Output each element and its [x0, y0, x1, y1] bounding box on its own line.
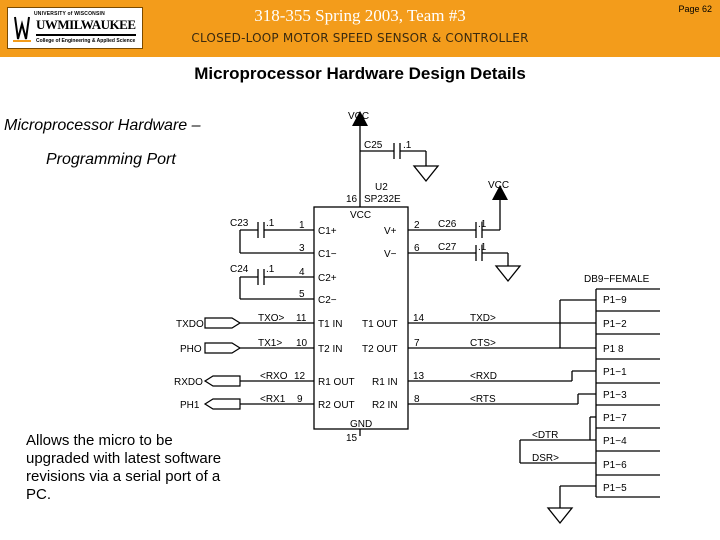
c25-value: .1 — [403, 140, 412, 151]
uwm-logo-mark-icon — [13, 14, 31, 42]
p1-5: P1−5 — [603, 483, 627, 494]
c25-label: C25 — [364, 140, 383, 151]
c27-capacitor — [470, 245, 508, 261]
pin-label-t1in: T1 IN — [318, 319, 342, 330]
course-title: 318-355 Spring 2003, Team #3 — [254, 6, 466, 25]
pin-label-c1plus: C1+ — [318, 226, 337, 237]
pin-label-r2out: R2 OUT — [318, 400, 355, 411]
db9-connector-pins — [595, 288, 660, 498]
c23-value: .1 — [266, 218, 275, 229]
net-rx1: <RX1 — [260, 394, 286, 405]
c27-value: .1 — [478, 242, 487, 253]
pin-label-c1minus: C1− — [318, 249, 337, 260]
signal-rxdo: RXDO — [174, 377, 203, 388]
pin-label-t2in: T2 IN — [318, 344, 342, 355]
pin-label-r2in: R2 IN — [372, 400, 398, 411]
chip-vcc-label: VCC — [350, 210, 371, 221]
p1-3: P1−3 — [603, 390, 627, 401]
c23-label: C23 — [230, 218, 249, 229]
vcc-top-symbol — [352, 111, 368, 207]
pin-num-8: 8 — [414, 394, 420, 405]
signal-pho: PHO — [180, 344, 202, 355]
u2-chip-body — [313, 206, 409, 430]
pin-num-3: 3 — [299, 243, 305, 254]
u2-label: U2 — [375, 182, 388, 193]
left-signal-arrows — [203, 317, 242, 410]
pin-num-10: 10 — [296, 338, 308, 349]
net-dtr: <DTR — [532, 430, 558, 441]
c24-label: C24 — [230, 264, 249, 275]
p1-1: P1−1 — [603, 367, 627, 378]
pin-num-9: 9 — [297, 394, 303, 405]
p1-4: P1−4 — [603, 436, 627, 447]
p1-7: P1−7 — [603, 413, 627, 424]
c24-value: .1 — [266, 264, 275, 275]
pin-num-11: 11 — [296, 313, 307, 324]
section-heading-line1: Microprocessor Hardware – — [4, 117, 201, 134]
c26-capacitor — [470, 222, 500, 238]
c24-capacitor — [239, 269, 280, 300]
pin-label-c2plus: C2+ — [318, 273, 337, 284]
p1-9: P1−9 — [603, 295, 627, 306]
pin-label-r1out: R1 OUT — [318, 377, 355, 388]
header-bar: UNIVERSITY of WISCONSIN UWMILWAUKEE Coll… — [0, 0, 720, 57]
pin16-label: 16 — [346, 194, 358, 205]
signal-txdo: TXDO — [176, 319, 204, 330]
pin-num-2: 2 — [414, 220, 420, 231]
pin-label-c2minus: C2− — [318, 295, 337, 306]
logo-university-text: UNIVERSITY of WISCONSIN — [34, 11, 105, 17]
vcc-right-symbol — [492, 185, 508, 230]
pin-label-r1in: R1 IN — [372, 377, 398, 388]
connector-label: DB9−FEMALE — [584, 274, 650, 285]
project-subtitle: CLOSED-LOOP MOTOR SPEED SENSOR & CONTROL… — [191, 31, 529, 45]
pin-num-5: 5 — [299, 289, 305, 300]
net-rx0: <RXO — [260, 371, 288, 382]
net-tx0: TXO> — [258, 313, 285, 324]
pin-num-1: 1 — [299, 220, 305, 231]
left-pin-lines — [240, 229, 314, 405]
pin-num-4: 4 — [299, 267, 305, 278]
net-tx1: TX1> — [258, 338, 282, 349]
pin-label-vminus: V− — [384, 249, 397, 260]
right-pin-lines — [408, 229, 596, 405]
pin-num-7: 7 — [414, 338, 420, 349]
ground-symbol-c27 — [494, 253, 522, 283]
u2-part-label: SP232E — [364, 194, 401, 205]
pin-num-14: 14 — [413, 313, 425, 324]
p1-6: P1−6 — [603, 460, 627, 471]
pin-label-t2out: T2 OUT — [362, 344, 398, 355]
pin-num-13: 13 — [413, 371, 425, 382]
net-txd: TXD> — [470, 313, 496, 324]
pin-label-vplus: V+ — [384, 226, 397, 237]
section-heading-line2: Programming Port — [46, 151, 176, 168]
pin-num-12: 12 — [294, 371, 306, 382]
c26-value: .1 — [478, 219, 487, 230]
c23-capacitor — [239, 222, 280, 254]
c27-label: C27 — [438, 242, 457, 253]
logo-college-text: College of Engineering & Applied Science — [36, 38, 136, 44]
logo-name-text: UWMILWAUKEE — [36, 17, 136, 32]
signal-ph1: PH1 — [180, 400, 200, 411]
net-rts: <RTS — [470, 394, 496, 405]
pin15-label: 15 — [346, 433, 358, 444]
pin-num-6: 6 — [414, 243, 420, 254]
c26-label: C26 — [438, 219, 457, 230]
net-cts: CTS> — [470, 338, 496, 349]
logo-divider — [36, 34, 136, 36]
university-logo: UNIVERSITY of WISCONSIN UWMILWAUKEE Coll… — [7, 7, 143, 49]
chip-gnd-label: GND — [350, 419, 372, 430]
net-rxd: <RXD — [470, 371, 497, 382]
vcc-right-label: VCC — [488, 180, 509, 191]
page-number: Page 62 — [678, 4, 712, 14]
vcc-top-label: VCC — [348, 111, 369, 122]
slide-title: Microprocessor Hardware Design Details — [194, 64, 526, 83]
p1-8: P1 8 — [603, 344, 624, 355]
c25-capacitor — [360, 143, 440, 183]
description-text: Allows the micro to be upgraded with lat… — [26, 432, 222, 503]
right-routing-wires — [519, 299, 596, 525]
net-dsr: DSR> — [532, 453, 559, 464]
pin-label-t1out: T1 OUT — [362, 319, 398, 330]
p1-2: P1−2 — [603, 319, 627, 330]
